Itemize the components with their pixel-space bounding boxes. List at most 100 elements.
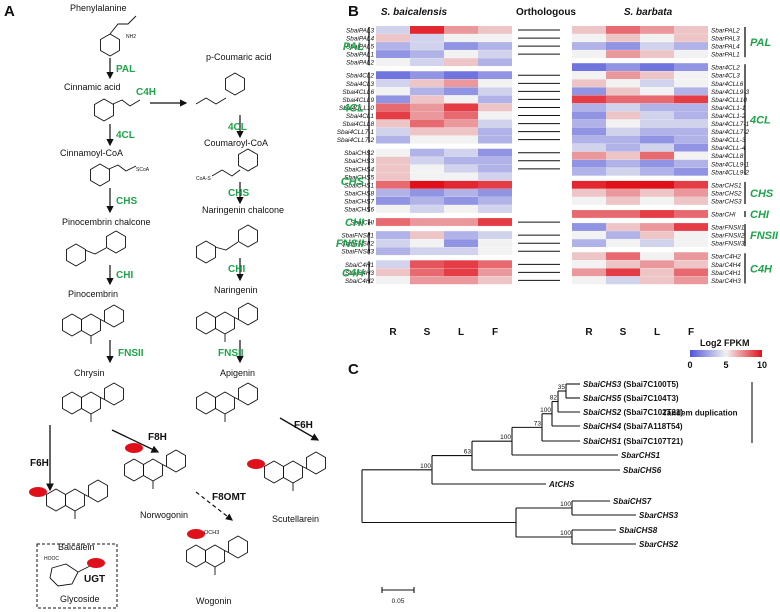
right-cell-SbarFNSII2-L: [640, 231, 674, 240]
right-gene-label-SbarC4H2: SbarC4H2: [711, 254, 741, 261]
left-cell-Sbai4CL1-S: [410, 111, 444, 120]
right-cell-Sbar4CLL9-1-S: [606, 159, 640, 168]
left-cell-SbaiPAL5-L: [444, 42, 478, 51]
left-cell-SbaiPAL1-S: [410, 50, 444, 59]
right-cell-Sbar4CLL7-2-S: [606, 127, 640, 136]
naringenin-chalcone-structure: [196, 224, 258, 264]
panel-label-a: A: [4, 3, 15, 20]
right-family-label-4CL: 4CL: [749, 115, 771, 127]
left-cell-SbaiCHS8-R: [376, 188, 410, 197]
left-cell-Sbai4CL2-S: [410, 71, 444, 80]
chrysin-structure: [62, 382, 124, 423]
left-cell-SbaiPAL5-F: [478, 42, 512, 51]
left-cell-SbaiFNSII2-S: [410, 239, 444, 248]
left-gene-label-SbaiFNSII1: SbaiFNSII1: [341, 233, 374, 240]
left-cell-SbaiC4H1-F: [478, 260, 512, 269]
scutellarein-structure: [247, 451, 326, 492]
right-gene-label-Sbar4CLL7-2: Sbar4CLL7-2: [711, 129, 749, 136]
right-gene-label-SbarPAL4: SbarPAL4: [711, 44, 740, 51]
tree-leaf-6: SbaiCHS6: [623, 466, 662, 475]
right-column-label-F: F: [688, 327, 694, 338]
compound-glycoside: Glycoside: [60, 594, 100, 604]
right-cell-Sbar4CL2-L: [640, 63, 674, 72]
pinocembrin-structure: [62, 304, 124, 345]
left-cell-SbaiPAL2-F: [478, 58, 512, 67]
right-cell-Sbar4CLL9-2-R: [572, 167, 606, 176]
right-cell-Sbar4CLL7-2-L: [640, 127, 674, 136]
svg-text:OCH3: OCH3: [204, 530, 219, 536]
tree-leaf-0: SbaiCHS3 (Sbai7C100T5): [583, 380, 679, 389]
right-cell-SbarPAL2-S: [606, 26, 640, 35]
left-cell-Sbai4CLL7-2-L: [444, 135, 478, 144]
right-cell-SbarC4H2-S: [606, 252, 640, 261]
right-gene-label-Sbar4CLL-3: Sbar4CLL-3: [711, 137, 746, 144]
left-cell-SbaiPAL1-L: [444, 50, 478, 59]
left-cell-Sbai4CLL7-2-R: [376, 135, 410, 144]
right-cell-Sbar4CLL-4-S: [606, 143, 640, 152]
left-cell-SbaiCHS2-R: [376, 148, 410, 157]
right-cell-SbarPAL3-R: [572, 34, 606, 43]
compound-pinocembrin-chalcone: Pinocembrin chalcone: [62, 217, 151, 227]
right-cell-SbarC4H4-F: [674, 260, 708, 269]
right-gene-label-Sbar4CLL-4: Sbar4CLL-4: [711, 145, 746, 152]
left-gene-label-SbaiCHS5: SbaiCHS5: [344, 174, 374, 181]
right-cell-Sbar4CLL-3-R: [572, 135, 606, 144]
legend-title: Log2 FPKM: [700, 338, 750, 348]
arrow-f8h: [111, 429, 160, 453]
left-cell-Sbai4CLL7-1-S: [410, 127, 444, 136]
right-cell-Sbar4CLL9-3-S: [606, 87, 640, 96]
compound-baicalein: Baicalein: [58, 542, 95, 552]
right-cell-SbarCHS1-F: [674, 180, 708, 189]
tree-leaf-10: SbaiCHS8: [619, 526, 658, 535]
left-cell-SbaiCHS8-S: [410, 188, 444, 197]
right-cell-SbarFNSII2-F: [674, 231, 708, 240]
left-cell-SbaiCHS5-F: [478, 172, 512, 181]
left-cell-Sbai4CLL7-2-S: [410, 135, 444, 144]
left-cell-SbaiCHS7-L: [444, 197, 478, 206]
left-cell-SbaiCHS3-F: [478, 156, 512, 165]
right-family-label-CHI: CHI: [750, 209, 770, 221]
left-cell-Sbai4CLL10-S: [410, 103, 444, 112]
left-cell-SbaiFNSII3-F: [478, 247, 512, 256]
right-gene-label-SbarCHS1: SbarCHS1: [711, 182, 742, 189]
left-cell-Sbai4CLL8-L: [444, 119, 478, 128]
arrow-f6h-right: [279, 417, 320, 441]
enzyme-fnsii-right: FNSII: [218, 348, 244, 359]
right-cell-Sbar4CLL8-R: [572, 151, 606, 160]
phylogenetic-tree: SbaiCHS3 (Sbai7C100T5)SbaiCHS5 (Sbai7C10…: [361, 380, 753, 605]
left-cell-Sbai4CL2-R: [376, 71, 410, 80]
right-cell-Sbar4CLL9-1-R: [572, 159, 606, 168]
left-cell-SbaiCHS7-R: [376, 197, 410, 206]
left-cell-SbaiFNSII1-F: [478, 231, 512, 240]
right-cell-Sbar4CLL-3-L: [640, 135, 674, 144]
enzyme-f8h: F8H: [148, 432, 167, 443]
pinocembrin-chalcone-structure: [66, 230, 126, 267]
left-cell-SbaiPAL3-S: [410, 26, 444, 35]
left-cell-SbaiPAL3-F: [478, 26, 512, 35]
left-cell-SbaiCHS1-R: [376, 180, 410, 189]
right-cell-SbarC4H1-R: [572, 268, 606, 277]
left-cell-SbaiFNSII2-R: [376, 239, 410, 248]
left-gene-label-Sbai4CLL10: Sbai4CLL10: [339, 105, 375, 112]
right-cell-SbarPAL2-L: [640, 26, 674, 35]
right-cell-SbarPAL1-L: [640, 50, 674, 59]
compound-pinocembrin: Pinocembrin: [68, 289, 118, 299]
left-cell-SbaiCHS6-L: [444, 205, 478, 214]
left-gene-label-SbaiC4H1: SbaiC4H1: [345, 262, 375, 269]
compound-cinnamic-acid: Cinnamic acid: [64, 82, 121, 92]
tree-leaf-2: SbaiCHS2 (Sbai7C102T21): [583, 408, 683, 417]
left-cell-SbaiPAL4-S: [410, 34, 444, 43]
legend-tick-0: 0: [687, 360, 692, 370]
left-cell-SbaiCHI-R: [376, 218, 410, 227]
right-family-label-FNSII: FNSII: [750, 230, 779, 242]
right-cell-Sbar4CL1-2-S: [606, 111, 640, 120]
right-cell-SbarC4H2-L: [640, 252, 674, 261]
right-cell-SbarCHI-R: [572, 210, 606, 219]
left-gene-label-SbaiCHS4: SbaiCHS4: [344, 166, 374, 173]
left-cell-SbaiPAL3-L: [444, 26, 478, 35]
right-cell-Sbar4CL1-2-R: [572, 111, 606, 120]
right-cell-SbarCHS3-S: [606, 197, 640, 206]
left-cell-Sbai4CLL9-F: [478, 95, 512, 104]
right-cell-SbarC4H4-R: [572, 260, 606, 269]
right-cell-Sbar4CLL9-3-R: [572, 87, 606, 96]
